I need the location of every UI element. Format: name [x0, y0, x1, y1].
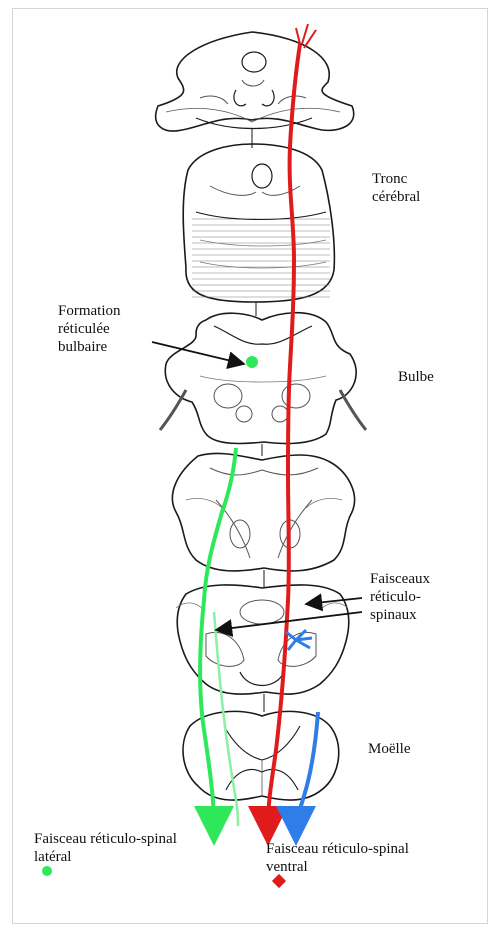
green-dot-icon	[42, 866, 52, 876]
upper-cord-section	[172, 453, 354, 570]
label-tronc-line2: cérébral	[372, 188, 420, 206]
legend-ventral-line2: ventral	[266, 858, 409, 886]
legend-lateral-line2: latéral	[34, 848, 177, 876]
label-bulbe: Bulbe	[398, 368, 434, 386]
label-bulbe-text: Bulbe	[398, 368, 434, 386]
legend-ventral-line1: Faisceau réticulo-spinal	[266, 840, 409, 858]
legend-ventral: Faisceau réticulo-spinal ventral	[266, 840, 409, 886]
pons-section	[183, 144, 334, 302]
red-diamond-icon	[272, 874, 286, 888]
label-moelle: Moëlle	[368, 740, 411, 758]
legend-lateral: Faisceau réticulo-spinal latéral	[34, 830, 177, 876]
label-tronc-line1: Tronc	[372, 170, 420, 188]
label-formation-line1: Formation	[58, 302, 121, 320]
legend-ventral-line2-text: ventral	[266, 859, 308, 875]
medulla-section	[160, 313, 366, 444]
label-faisceaux-line1: Faisceaux	[370, 570, 430, 588]
label-formation-reticulee: Formation réticulée bulbaire	[58, 302, 121, 356]
legend-lateral-line1: Faisceau réticulo-spinal	[34, 830, 177, 848]
label-formation-line3: bulbaire	[58, 338, 121, 356]
label-moelle-text: Moëlle	[368, 740, 411, 758]
midbrain-section	[156, 32, 354, 131]
label-formation-line2: réticulée	[58, 320, 121, 338]
legend-lateral-line2-text: latéral	[34, 849, 71, 865]
label-faisceaux: Faisceaux réticulo- spinaux	[370, 570, 430, 624]
label-faisceaux-line3: spinaux	[370, 606, 430, 624]
label-tronc-cerebral: Tronc cérébral	[372, 170, 420, 206]
label-faisceaux-line2: réticulo-	[370, 588, 430, 606]
